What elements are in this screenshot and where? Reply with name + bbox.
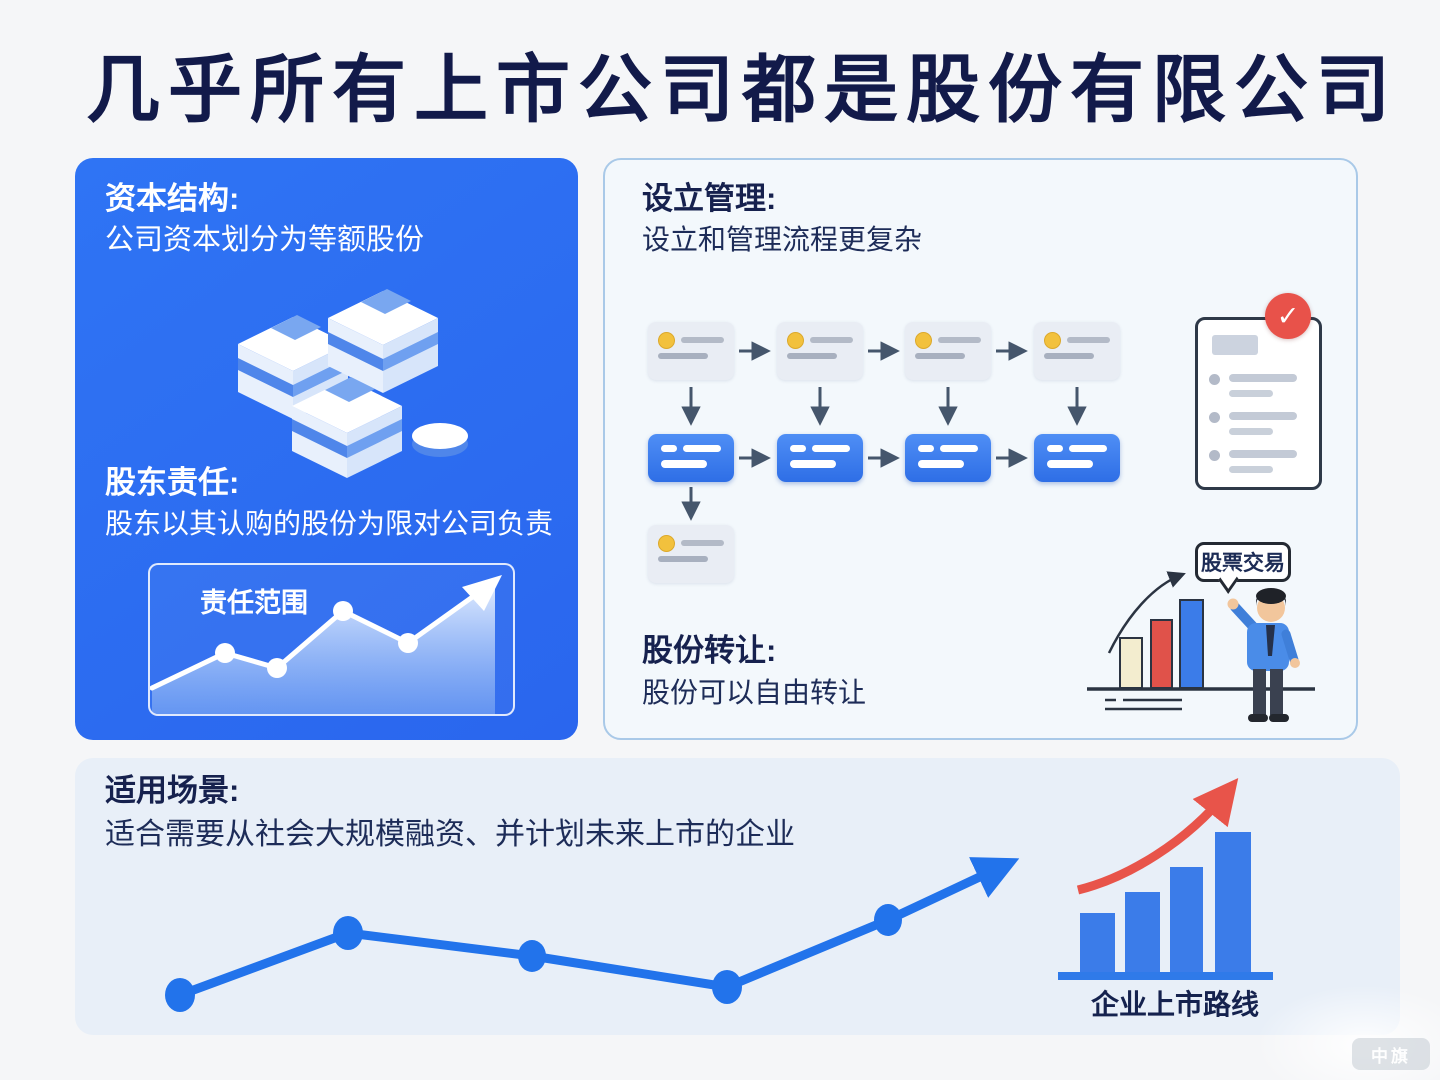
coin-icon <box>658 332 675 349</box>
process-step-card <box>648 322 734 380</box>
establishment-management-panel: 设立管理: 设立和管理流程更复杂 <box>603 158 1358 740</box>
bar-cream <box>1119 637 1143 689</box>
trend-arrowhead-icon <box>462 575 502 611</box>
coin-icon <box>658 535 675 552</box>
coin-icon <box>787 332 804 349</box>
listing-bar-chart <box>1058 777 1273 980</box>
process-action-card <box>905 434 991 482</box>
document-header-block <box>1212 335 1258 355</box>
bar-blue <box>1179 599 1204 689</box>
shareholder-liability-text: 股东以其认购的股份为限对公司负责 <box>105 508 554 539</box>
bar-red <box>1150 619 1173 689</box>
stock-trading-bubble-label: 股票交易 <box>1201 552 1285 575</box>
share-transfer-text: 股份可以自由转让 <box>642 677 867 708</box>
page-title: 几乎所有上市公司都是股份有限公司 <box>86 48 1398 131</box>
trader-illustration <box>1087 571 1315 722</box>
growth-line-chart <box>165 857 1020 1012</box>
scenario-heading: 适用场景: <box>105 773 240 808</box>
shareholder-liability-heading: 股东责任: <box>105 465 240 500</box>
liability-chart-label: 责任范围 <box>200 588 308 618</box>
liability-range-chart: 责任范围 <box>148 563 515 716</box>
coin-icon <box>412 423 468 457</box>
businessman-icon <box>1227 588 1300 722</box>
watermark-badge: 中旗 <box>1352 1038 1430 1070</box>
process-action-card <box>777 434 863 482</box>
establishment-heading: 设立管理: <box>642 181 777 216</box>
process-step-card <box>648 525 734 583</box>
process-action-card <box>1034 434 1120 482</box>
listing-route-caption: 企业上市路线 <box>1090 989 1259 1020</box>
stock-trading-bubble: 股票交易 <box>1195 542 1291 594</box>
growth-curve-icon <box>1107 571 1186 654</box>
applicable-scenario-panel: 适用场景: 适合需要从社会大规模融资、并计划未来上市的企业 <box>75 758 1400 1035</box>
scenario-charts <box>165 777 1273 1012</box>
capital-structure-heading: 资本结构: <box>105 181 240 216</box>
approval-document-icon <box>1195 317 1322 490</box>
red-growth-arrow-icon <box>1076 777 1239 895</box>
coin-icon <box>915 332 932 349</box>
process-step-card <box>777 322 863 380</box>
money-stacks-icon <box>238 289 468 478</box>
process-step-card <box>905 322 991 380</box>
share-transfer-heading: 股份转让: <box>642 633 777 668</box>
process-action-card <box>648 434 734 482</box>
scenario-text: 适合需要从社会大规模融资、并计划未来上市的企业 <box>105 818 795 851</box>
capital-structure-panel: 资本结构: 公司资本划分为等额股份 <box>75 158 578 740</box>
capital-structure-text: 公司资本划分为等额股份 <box>105 224 425 256</box>
process-step-card <box>1034 322 1120 380</box>
coin-icon <box>1044 332 1061 349</box>
check-badge-icon: ✓ <box>1265 293 1311 339</box>
liability-trend-line <box>150 575 502 714</box>
establishment-text: 设立和管理流程更复杂 <box>642 224 923 255</box>
process-flowchart-arrows <box>681 341 1087 521</box>
